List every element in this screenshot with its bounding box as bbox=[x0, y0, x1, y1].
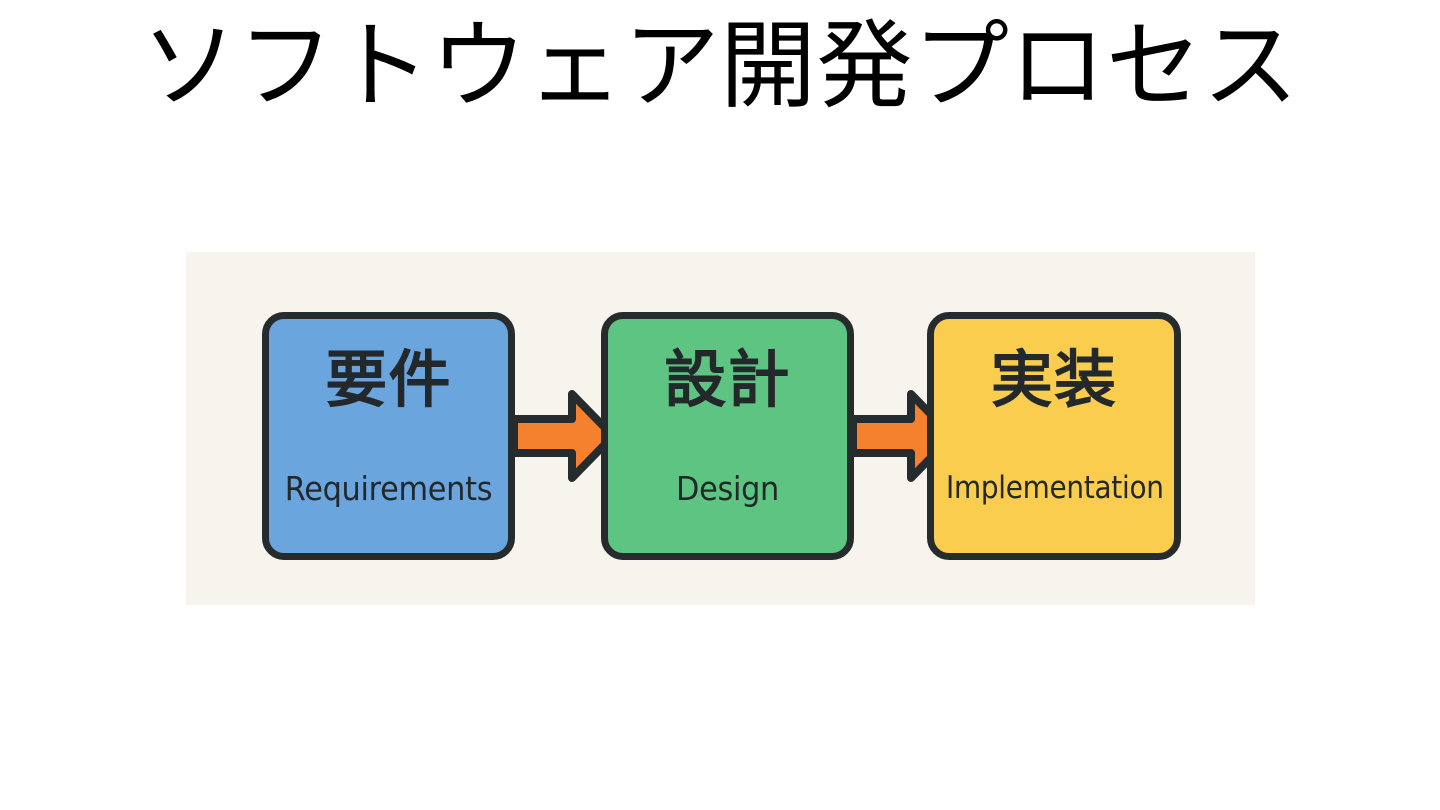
page-title: ソフトウェア開発プロセス bbox=[141, 10, 1299, 122]
right-arrow-icon bbox=[512, 386, 616, 486]
flow-node-implementation[interactable]: 実装 Implementation bbox=[927, 312, 1181, 560]
flow-node-design-en-label: Design bbox=[675, 469, 780, 508]
flow-node-implementation-jp-label: 実装 bbox=[990, 343, 1118, 416]
flow-node-design[interactable]: 設計 Design bbox=[601, 312, 854, 560]
diagram-canvas: 要件 Requirements 設計 Design 実装 Implementat… bbox=[186, 252, 1255, 605]
flow-node-requirements[interactable]: 要件 Requirements bbox=[262, 312, 515, 560]
flow-node-implementation-en-label: Implementation bbox=[946, 470, 1164, 506]
flow-node-requirements-jp-label: 要件 bbox=[325, 343, 452, 416]
flow-node-design-jp-label: 設計 bbox=[664, 343, 791, 416]
flow-node-requirements-en-label: Requirements bbox=[284, 469, 493, 508]
